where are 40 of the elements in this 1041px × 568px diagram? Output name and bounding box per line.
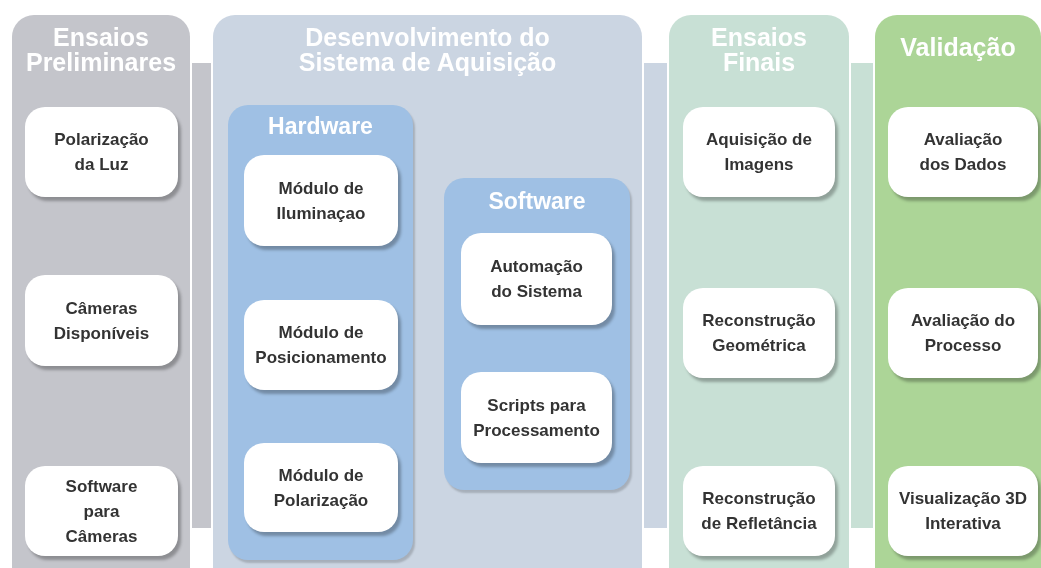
connector-band <box>851 63 873 528</box>
step-label: Módulo de Polarização <box>272 464 370 512</box>
step-label: Avaliação do Processo <box>909 310 1017 357</box>
group-panel <box>444 178 630 490</box>
step-box <box>683 466 835 556</box>
column-title: Ensaios Preliminares <box>24 25 178 75</box>
step-label: Módulo de Posicionamento <box>254 322 388 369</box>
step-label: Reconstrução Geométrica <box>701 310 817 357</box>
column-panel <box>875 15 1041 568</box>
step-label: Automação do Sistema <box>489 256 584 303</box>
column-panel <box>213 15 642 568</box>
column-panel <box>12 15 190 568</box>
step-box <box>888 107 1038 197</box>
step-label: Avaliação dos Dados <box>918 129 1008 176</box>
step-box <box>461 372 612 463</box>
connector-band <box>192 63 211 528</box>
step-box <box>25 275 178 366</box>
step-box <box>888 288 1038 378</box>
step-label: Visualização 3D Interativa <box>897 488 1029 535</box>
step-box <box>683 107 835 197</box>
step-box <box>888 466 1038 556</box>
step-label: Software para Câmeras <box>64 475 139 548</box>
column-panel <box>669 15 849 568</box>
step-box <box>244 443 398 532</box>
step-box <box>25 466 178 556</box>
step-label: Aquisição de Imagens <box>705 129 813 176</box>
group-title: Software <box>488 190 586 213</box>
step-box <box>244 300 398 390</box>
step-box <box>461 233 612 325</box>
step-label: Polarização da Luz <box>53 129 150 176</box>
step-box <box>25 107 178 197</box>
column-title: Validação <box>900 35 1016 60</box>
step-label: Reconstrução de Refletância <box>700 488 818 535</box>
step-label: Câmeras Disponíveis <box>52 297 151 345</box>
step-label: Módulo de Iluminaçao <box>275 177 367 225</box>
group-title: Hardware <box>268 115 373 138</box>
step-box <box>683 288 835 378</box>
step-box <box>244 155 398 246</box>
step-label: Scripts para Processamento <box>472 394 601 442</box>
group-panel <box>228 105 413 560</box>
